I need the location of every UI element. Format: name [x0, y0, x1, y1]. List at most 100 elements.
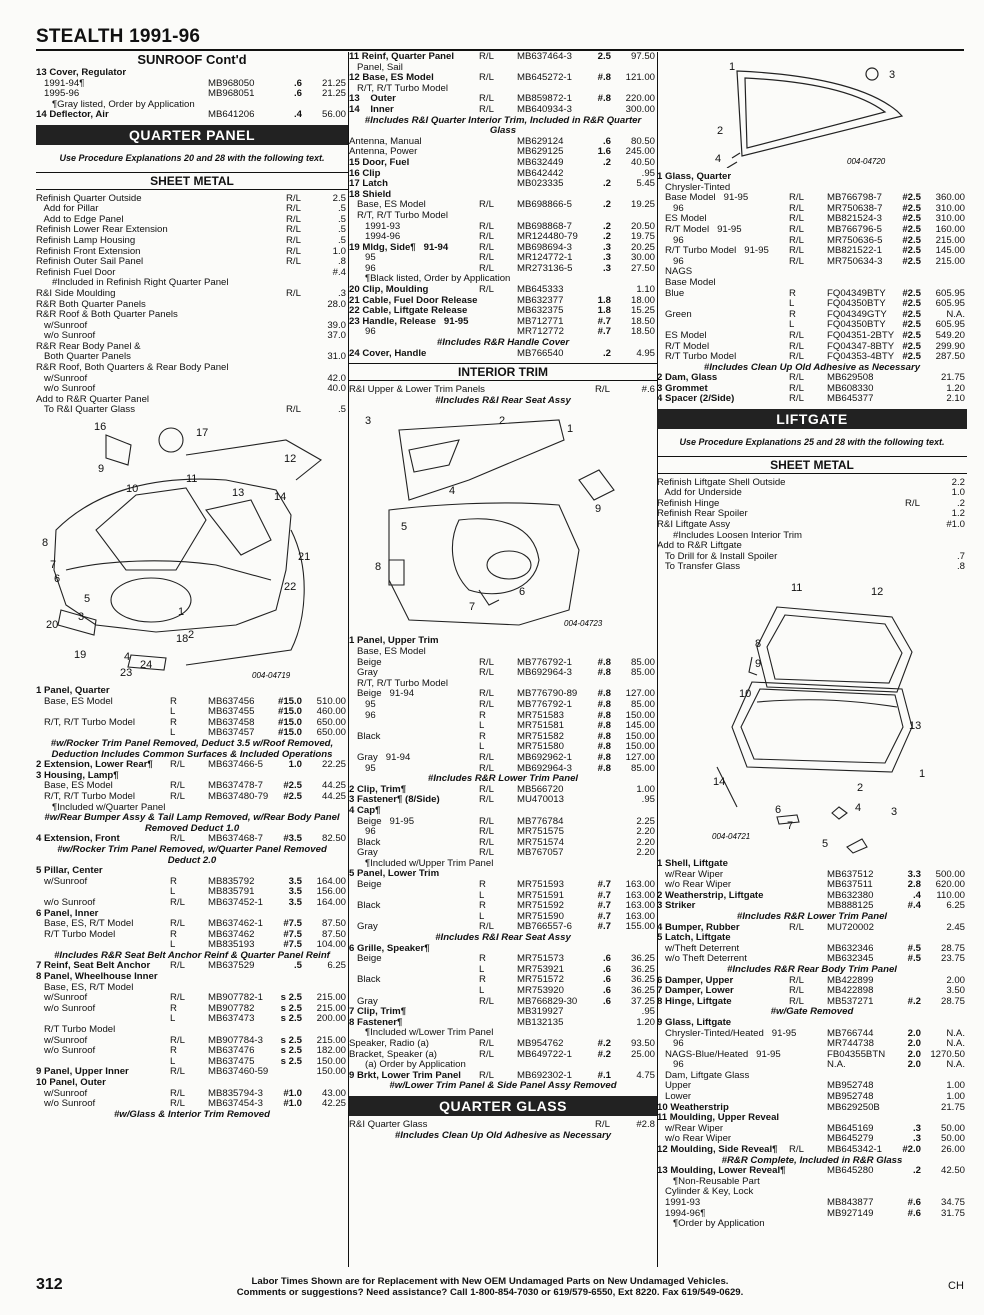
side: L — [170, 1055, 176, 1067]
side: R/L — [789, 382, 804, 394]
price: 27.50 — [630, 262, 655, 274]
price: 2.10 — [946, 393, 965, 405]
note-line: #w/Lower Trim Panel & Side Panel Assy Re… — [389, 1080, 617, 1092]
operation: To R&I Quarter Glass — [36, 404, 135, 416]
part-number: MB637462 — [208, 928, 255, 940]
side: R/L — [170, 759, 185, 771]
price: 150.00 — [316, 1066, 346, 1078]
side: R/L — [789, 340, 804, 352]
price: N.A. — [946, 1027, 965, 1039]
part-number: MB629250B — [827, 1101, 880, 1113]
labor-hours: #.7 — [597, 326, 611, 338]
labor-hours: 2.8 — [907, 879, 921, 891]
description: 96 — [657, 202, 684, 214]
part-number: MB766798-7 — [827, 192, 882, 204]
hours: 1.0 — [332, 245, 346, 257]
price: 50.00 — [940, 1133, 965, 1145]
description: 95 — [349, 698, 376, 710]
quarter-glass-parts-list: 1 Glass, Quarter Chrysler-Tinted Base Mo… — [657, 171, 967, 405]
labor-hours: .6 — [602, 995, 611, 1007]
price: 150.00 — [316, 1055, 346, 1067]
callout-number: 5 — [84, 593, 90, 605]
price: 19.25 — [630, 199, 655, 211]
price: 26.00 — [940, 1144, 965, 1156]
part-row: 18 Shield — [349, 189, 657, 201]
callout-number: 2 — [857, 782, 863, 794]
side: R/L — [479, 688, 494, 700]
price: 156.00 — [316, 886, 346, 898]
labor-row: R&I Liftgate Assy#1.0 — [657, 519, 967, 531]
hours: #.4 — [332, 266, 346, 278]
interior-trim-parts-list: 1 Panel, Upper Trim Base, ES Model Beige… — [349, 636, 657, 1092]
side: R/L — [479, 826, 494, 838]
note-line: #Includes R&R Rear Body Trim Panel — [727, 963, 897, 975]
part-number: MB637478-7 — [208, 780, 263, 792]
price: N.A. — [946, 1038, 965, 1050]
labor-hours: .4 — [912, 889, 921, 901]
labor-row: Add to R&R Liftgate — [657, 541, 967, 552]
description: Gray 91-94 — [349, 751, 411, 763]
description: w/o Rear Wiper — [657, 1133, 732, 1145]
note-line: #R&R Complete, Included in R&R Glass — [721, 1154, 903, 1166]
labor-hours: 1.8 — [597, 294, 611, 306]
labor-hours: .2 — [602, 178, 611, 190]
side: R/L — [479, 847, 494, 859]
description: 1 Glass, Quarter — [657, 171, 732, 182]
price: 42.50 — [940, 1165, 965, 1177]
callout-number: 18 — [176, 633, 188, 645]
part-number: MB637464-3 — [517, 52, 572, 62]
part-number: MB776792-1 — [517, 698, 572, 710]
description: 14 Deflector, Air — [36, 109, 109, 121]
side: R/L — [789, 995, 804, 1007]
price: 93.50 — [630, 1037, 655, 1049]
footer-line-2: Comments or suggestions? Need assistance… — [236, 1287, 744, 1298]
callout-number: 8 — [755, 638, 761, 650]
part-row: 7 Clip, Trim¶MB319927.95 — [349, 1007, 657, 1018]
callout-number: 9 — [595, 503, 601, 515]
part-number: MB954762 — [517, 1037, 564, 1049]
price: 150.00 — [625, 730, 655, 742]
labor-hours: #.8 — [597, 741, 611, 753]
description: w/o Sunroof — [36, 896, 96, 908]
callout-number: 13 — [909, 720, 921, 732]
price: 650.00 — [316, 716, 346, 728]
operation: R&R Both Quarter Panels — [36, 298, 146, 310]
description: w/o Theft Deterrent — [657, 953, 747, 965]
part-number: MR753921 — [517, 963, 564, 975]
side: R — [170, 928, 177, 940]
part-number: MB888125 — [827, 900, 874, 912]
side: R/L — [789, 255, 804, 267]
part-number: MB132135 — [517, 1016, 564, 1028]
description: Beige — [349, 953, 382, 965]
callout-number: 14 — [274, 491, 286, 503]
part-number: FB04355BTN — [827, 1048, 886, 1060]
part-row: 5 Panel, Lower Trim — [349, 869, 657, 880]
description: ¶Non-Reusable Part — [657, 1175, 760, 1187]
part-number: MR751575 — [517, 826, 564, 838]
price: 23.75 — [940, 953, 965, 965]
side: L — [170, 727, 176, 739]
price: 1.00 — [946, 1091, 965, 1103]
quarter-panel-heading: QUARTER PANEL — [36, 124, 348, 145]
part-row: 1 Panel, Upper Trim — [349, 636, 657, 647]
callout-number: 1 — [178, 606, 184, 618]
side: R/L — [479, 794, 494, 806]
price: 44.25 — [321, 790, 346, 802]
